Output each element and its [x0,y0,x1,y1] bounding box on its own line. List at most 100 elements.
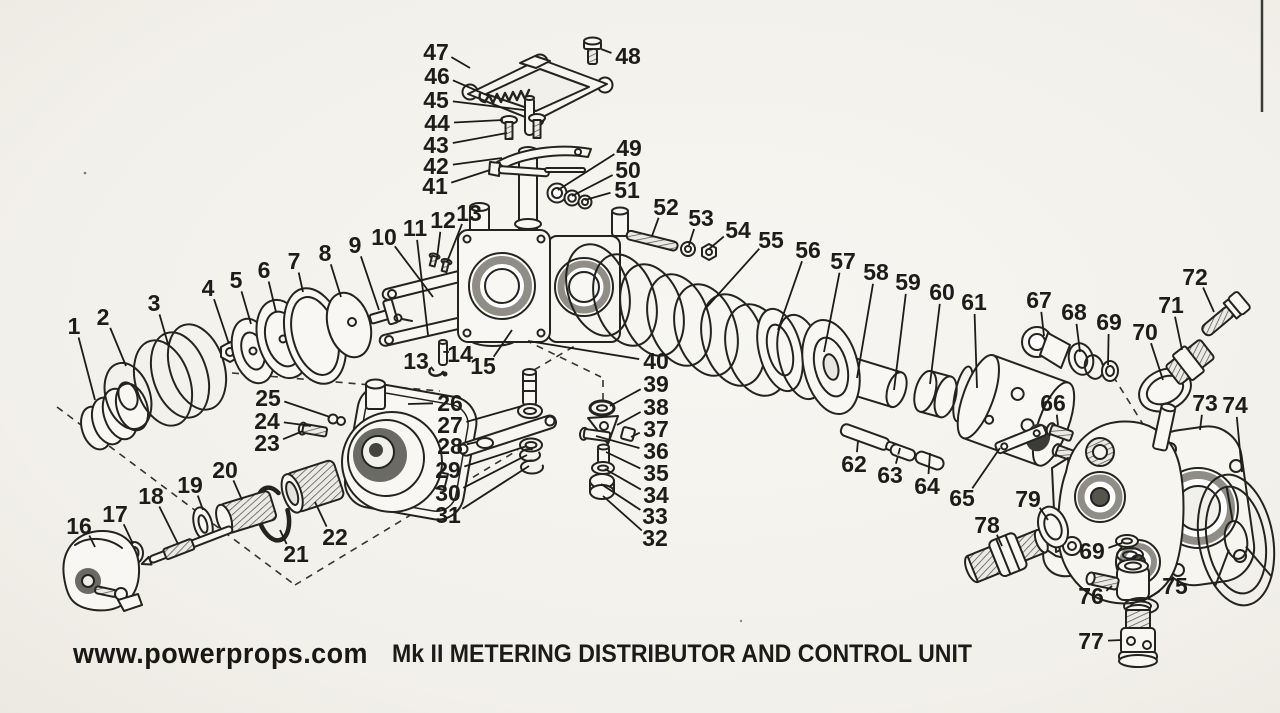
part-leader-6 [267,281,277,313]
part-leader-69 [1108,542,1123,549]
part-number-11: 11 [403,215,428,241]
part-leader-28 [466,441,478,446]
part-leader-60 [929,303,941,385]
part-leader-18 [158,506,179,545]
part-number-16: 16 [66,513,92,539]
diaphragm-disc-train [80,287,373,451]
part-number-38: 38 [643,394,669,420]
part-leader-75 [1142,590,1161,602]
part-number-60: 60 [929,279,955,305]
part-leader-56 [777,260,803,331]
part-leader-15 [492,329,513,358]
part-number-49: 49 [616,135,642,161]
part-number-43: 43 [423,132,449,158]
part-number-37: 37 [643,416,669,442]
part-leader-74 [1235,416,1243,473]
part-leader-55 [705,248,760,309]
part-number-45: 45 [423,87,449,113]
part-number-42: 42 [423,153,449,179]
part-leader-32 [602,495,643,532]
part-leader-50 [571,174,614,197]
part-number-30: 30 [435,480,461,506]
part-number-72: 72 [1182,264,1208,290]
part-leader-64 [927,452,931,475]
part-number-8: 8 [319,240,332,266]
part-number-69: 69 [1096,309,1122,335]
part-leader-51 [584,191,611,201]
part-leader-4 [213,298,230,345]
part-number-13: 13 [403,348,429,374]
part-number-35: 35 [643,460,669,486]
part-number-61: 61 [961,289,987,315]
distributor-body [457,146,629,343]
part-number-4: 4 [202,275,215,301]
part-number-24: 24 [254,408,280,434]
adjuster-screws [297,413,346,438]
part-leader-70 [1150,342,1164,381]
part-leader-58 [856,283,874,379]
part-leader-78 [996,534,1003,547]
part-leader-30 [462,454,528,489]
part-number-32: 32 [642,525,668,551]
part-leader-37 [630,431,641,438]
part-leader-57 [823,272,841,353]
part-number-68: 68 [1061,299,1087,325]
part-leader-76 [1105,585,1113,592]
part-number-54: 54 [725,217,751,243]
part-leader-46 [452,79,490,97]
part-number-7: 7 [288,248,301,274]
part-number-73: 73 [1192,390,1218,416]
part-leader-29 [464,445,528,468]
part-number-56: 56 [795,237,821,263]
part-leader-16 [88,535,96,548]
part-leader-40 [527,340,640,360]
part-leader-11 [416,239,429,336]
part-number-78: 78 [974,512,1000,538]
part-number-13: 13 [456,200,482,226]
part-number-22: 22 [322,524,348,550]
part-number-2: 2 [97,304,110,330]
part-number-40: 40 [643,348,669,374]
part-number-46: 46 [424,63,450,89]
drain-and-union-parts [964,505,1159,668]
part-leader-35 [605,451,641,470]
part-leader-21 [279,529,288,545]
part-number-75: 75 [1162,573,1188,599]
part-leader-13 [446,223,463,263]
part-leader-42 [452,157,503,166]
part-leader-38 [616,411,642,426]
part-leader-67 [1040,311,1045,337]
part-leader-54 [708,235,725,250]
part-leader-3 [158,314,169,345]
part-number-12: 12 [430,207,456,233]
part-number-50: 50 [615,157,641,183]
part-leader-23 [282,430,304,441]
part-number-52: 52 [653,194,679,220]
banjo-and-union-fittings [1021,291,1251,413]
part-leader-20 [232,480,243,501]
part-number-67: 67 [1026,287,1052,313]
part-number-5: 5 [230,267,243,293]
part-number-59: 59 [895,269,921,295]
part-number-77: 77 [1078,628,1104,654]
part-number-25: 25 [255,385,281,411]
pivot-bracket-stack [578,399,636,500]
pins-plate-screws [839,422,1080,471]
part-leader-27 [466,405,523,423]
part-leader-10 [394,245,434,298]
part-number-18: 18 [138,483,164,509]
part-number-58: 58 [863,259,889,285]
part-number-79: 79 [1015,486,1041,512]
part-leader-9 [360,256,380,311]
part-number-48: 48 [615,43,641,69]
part-number-62: 62 [841,451,867,477]
part-leader-53 [688,228,695,246]
part-number-29: 29 [435,457,461,483]
part-leader-36 [595,435,640,449]
part-leader-71 [1174,316,1183,351]
part-number-65: 65 [949,485,975,511]
part-leader-13 [430,366,435,372]
part-number-69: 69 [1079,538,1105,564]
